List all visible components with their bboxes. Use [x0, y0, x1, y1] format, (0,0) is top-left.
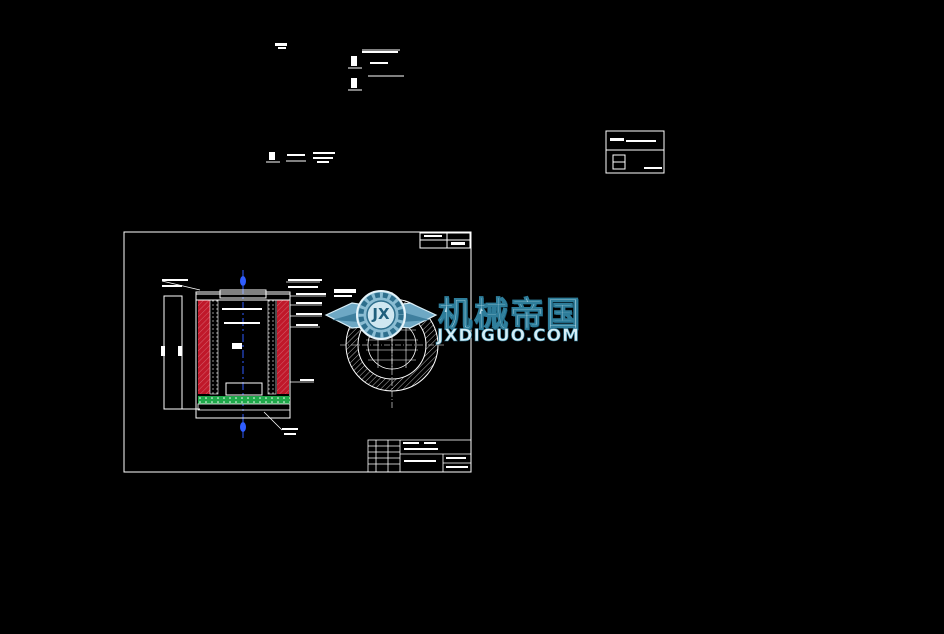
drawing-sheet — [123, 231, 472, 473]
watermark-logo-letters: JX — [372, 305, 390, 323]
detached-annotations — [266, 43, 404, 163]
watermark-logo — [324, 290, 438, 340]
section-view — [161, 270, 326, 440]
watermark-title: 机械帝国 — [438, 295, 582, 336]
sheet-code-block — [419, 232, 471, 249]
ground-layer — [198, 396, 290, 404]
title-block — [367, 439, 472, 473]
watermark-subtitle: JXDIGUO.COM — [437, 326, 581, 347]
small-title-block — [605, 130, 665, 174]
